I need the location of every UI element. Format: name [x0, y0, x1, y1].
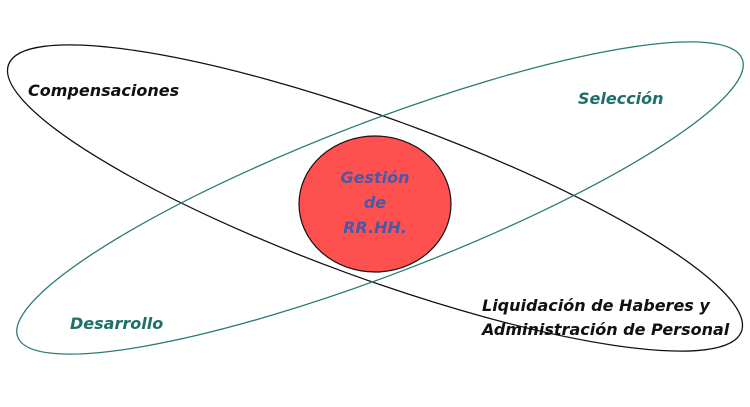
center-label-line2: de: [363, 193, 387, 212]
center-label-line1: Gestión: [340, 168, 410, 187]
label-compensaciones: Compensaciones: [28, 81, 180, 100]
center-label-line3: RR.HH.: [343, 218, 407, 237]
label-seleccion: Selección: [578, 89, 664, 108]
center-label: Gestión de RR.HH.: [300, 165, 450, 240]
label-desarrollo: Desarrollo: [70, 314, 164, 333]
center-circle: [298, 135, 452, 273]
label-liquidacion-line2: Administración de Personal: [482, 320, 730, 339]
label-liquidacion-line1: Liquidación de Haberes y: [482, 296, 710, 315]
